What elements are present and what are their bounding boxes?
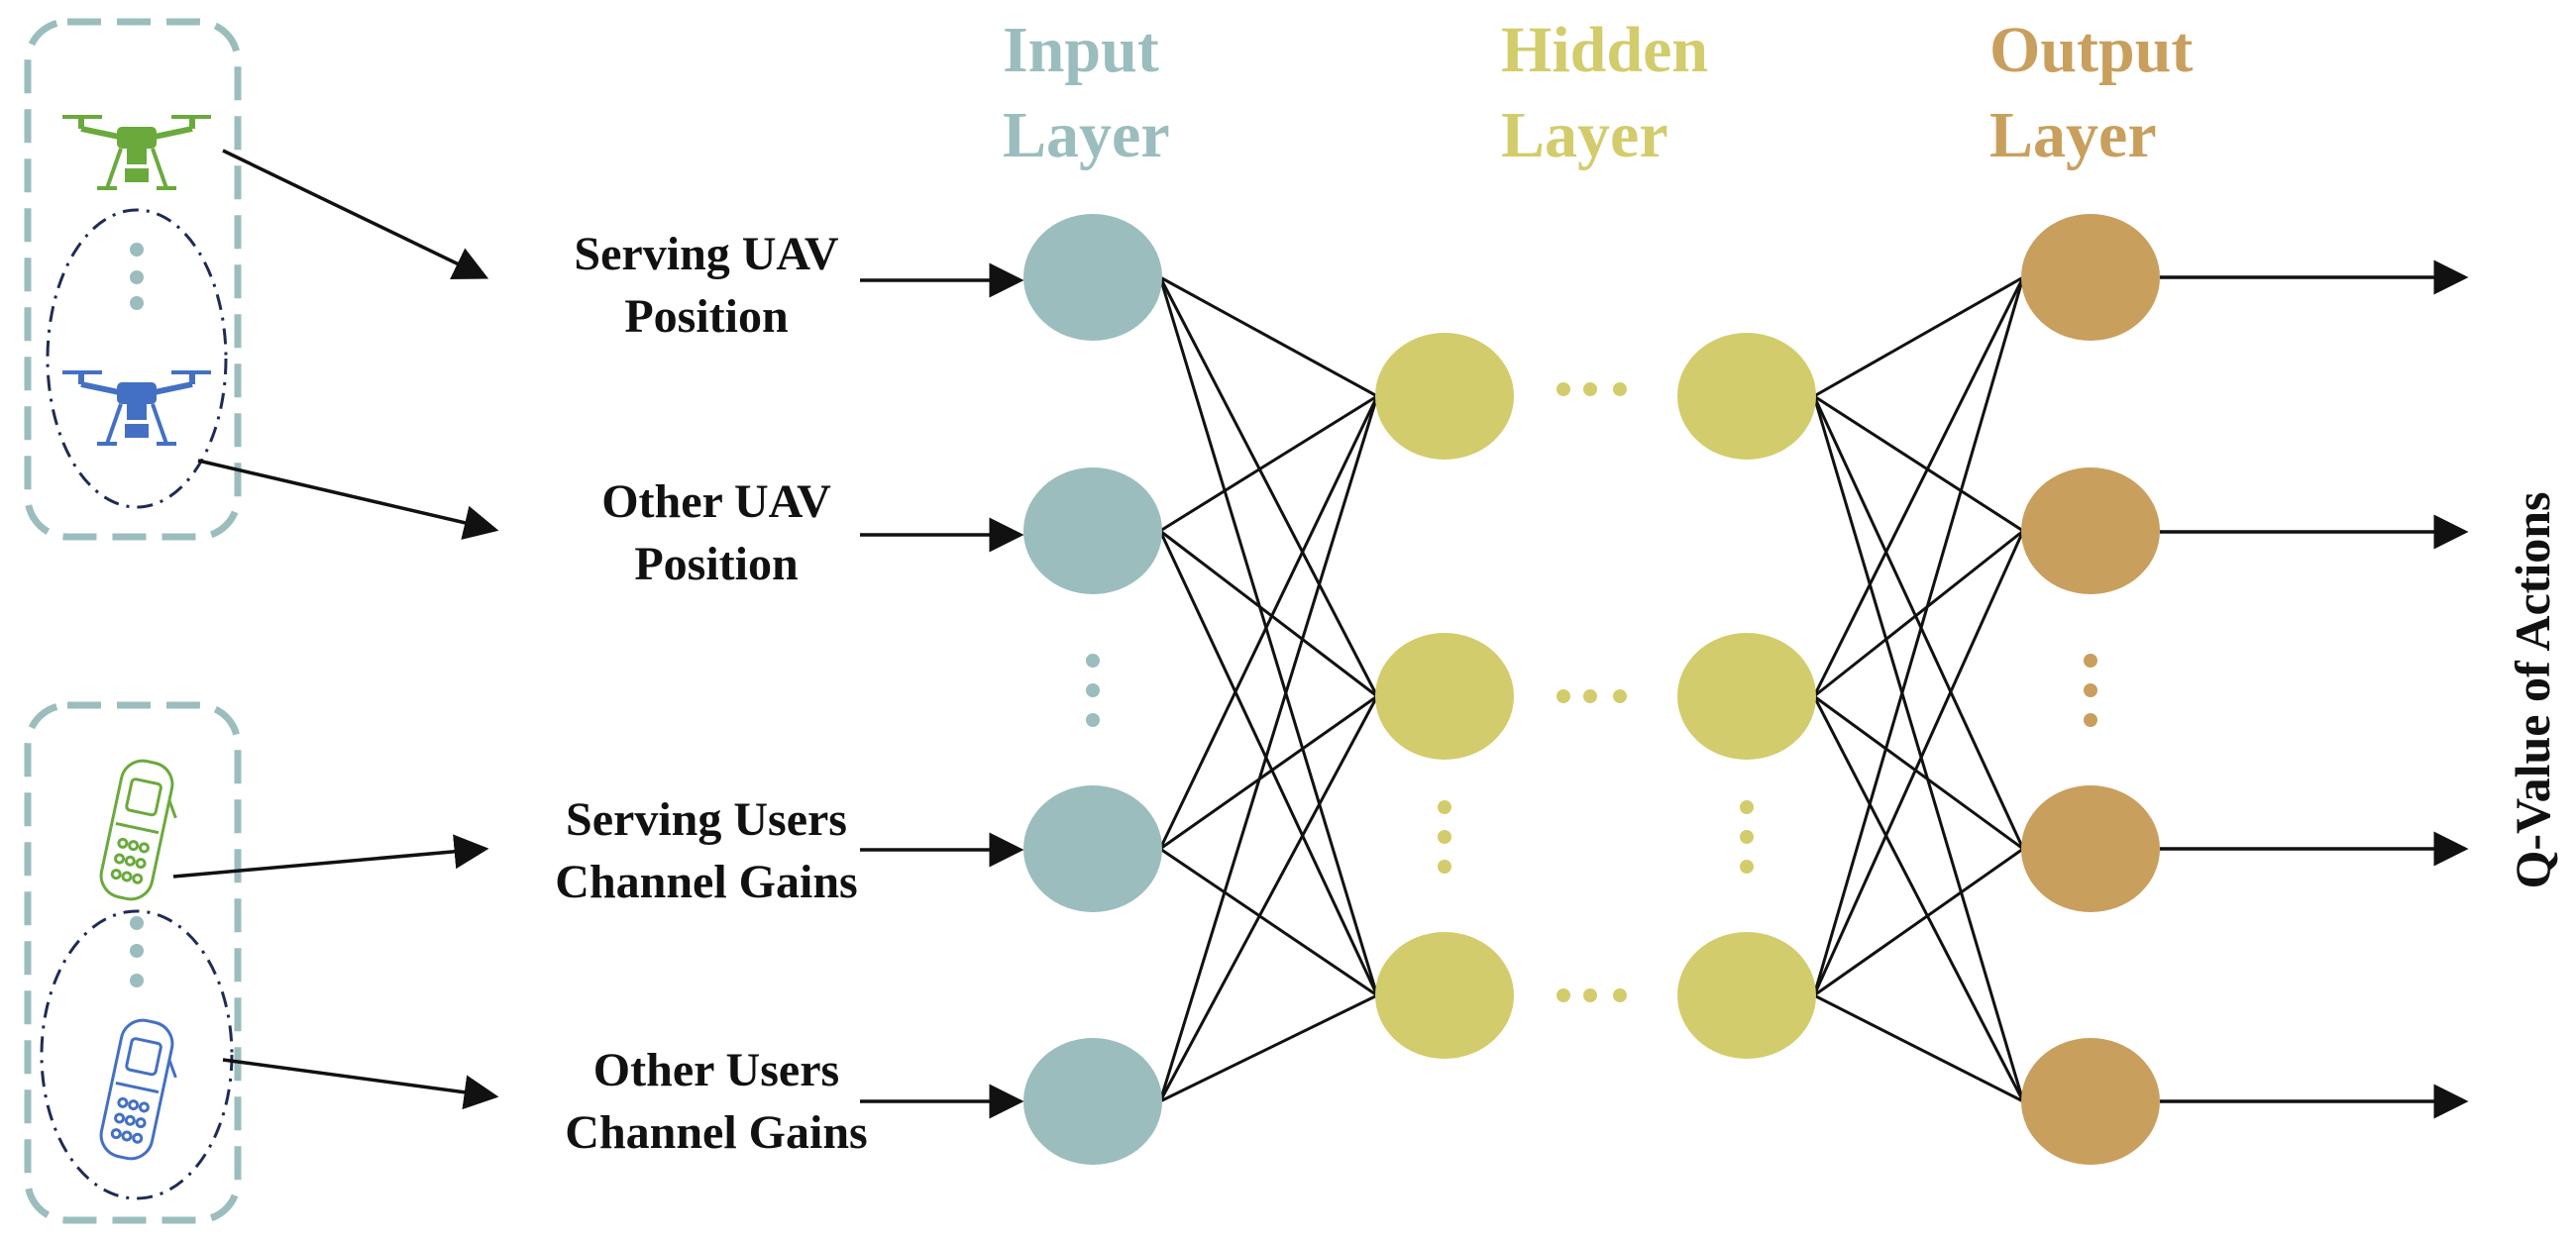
mobile-phone-icon [99,1018,177,1161]
hidden-ellipsis-vertical [1438,800,1754,874]
network-edge [1159,847,1378,997]
input-label-serving-uav: Position [624,290,788,343]
output-label: Q-Value of Actions [2505,492,2560,889]
input-node [1023,1038,1162,1165]
users-other-arrow [222,1058,499,1110]
output-layer-title: Layer [1989,99,2157,171]
hidden-layer-title: Hidden [1501,14,1708,86]
network-edge [1158,276,1379,996]
input-label-serving-users: Serving Users [566,793,847,846]
users-group-box [24,701,242,1224]
uav-group [24,18,242,541]
hidden-layer-title: Layer [1501,99,1668,171]
network-edge [1158,395,1379,1102]
input-layer-title: Input [1003,14,1159,86]
users-group [24,701,242,1224]
network-nodes [1023,214,2160,1165]
uav-cluster-ellipse [46,208,228,509]
input-label-serving-uav: Serving UAV [574,228,838,280]
network-edge [1158,695,1379,1102]
network-edge [1812,276,2025,996]
mobile-phone-icon [99,759,177,901]
hidden-node [1677,932,1816,1059]
input-label-other-users: Channel Gains [565,1106,867,1159]
network-edge [1159,529,1378,698]
input-ellipsis [1086,654,1100,727]
output-node [2021,467,2160,594]
output-node [2021,785,2160,912]
hidden-node [1375,333,1514,460]
output-arrows [2160,259,2469,1119]
network-edges [1158,275,2025,1103]
network-edge [1812,695,2025,1102]
input-node [1023,785,1162,912]
hidden-node [1375,932,1514,1059]
network-edge [1158,395,1379,850]
users-cluster-ellipse [40,909,234,1200]
network-edge [1812,276,2025,697]
input-node [1023,467,1162,594]
drone-icon [62,370,211,446]
network-edge [1159,694,1378,851]
network-edge [1813,847,2024,997]
output-ellipsis [2084,654,2097,727]
input-label-serving-users: Channel Gains [555,856,857,908]
icon-arrows [172,149,499,1110]
network-edge [1812,395,2025,850]
uav-serving-arrow [222,149,489,280]
hidden-node [1677,633,1816,760]
network-edge [1159,275,1378,398]
network-edge [1813,394,2024,533]
network-edge [1159,394,1378,533]
phone-dots [130,916,144,987]
input-layer-title: Layer [1003,99,1170,171]
drone-icon [62,115,211,190]
uav-group-box [24,18,242,541]
hidden-node [1375,633,1514,760]
network-edge [1813,993,2024,1103]
output-node [2021,214,2160,341]
network-edge [1158,530,1379,996]
input-node [1023,214,1162,341]
network-edge [1813,529,2024,698]
input-label-other-uav: Position [634,538,798,590]
output-node [2021,1038,2160,1165]
input-label-other-uav: Other UAV [601,475,831,528]
network-edge [1812,530,2025,996]
drone-dots [130,243,144,310]
network-edge [1158,276,1379,697]
output-layer-title: Output [1989,14,2193,86]
network-edge [1159,993,1378,1103]
hidden-node [1677,333,1816,460]
network-edge [1813,694,2024,851]
network-edge [1813,275,2024,398]
users-serving-arrow [172,834,489,879]
uav-other-arrow [197,459,499,540]
network-edge [1812,395,2025,1102]
input-label-other-users: Other Users [593,1044,839,1096]
label-arrows [860,262,1024,1119]
hidden-ellipsis-horizontal [1556,382,1627,1002]
